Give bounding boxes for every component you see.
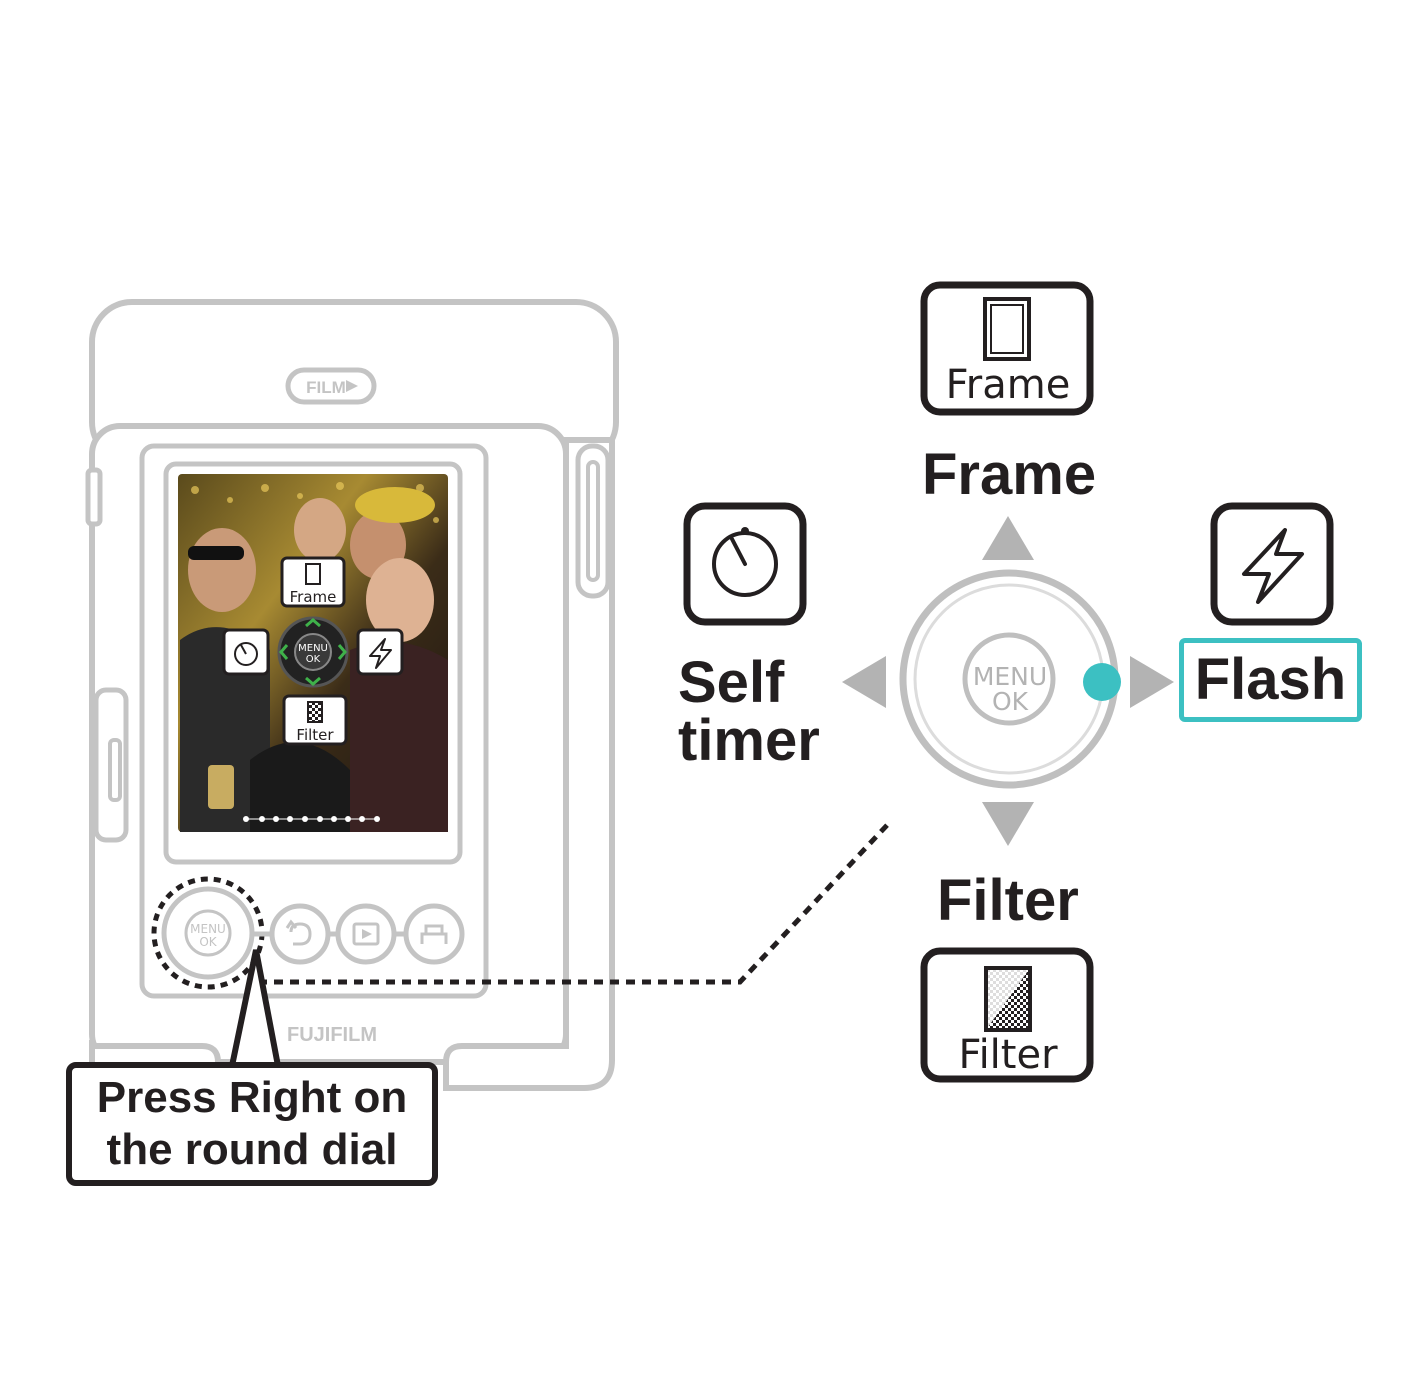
left-arrow-icon[interactable] xyxy=(842,656,886,708)
screen-filter-icon: Filter xyxy=(282,694,348,746)
dial-menu-label: MENU xyxy=(973,662,1047,691)
camera-illustration: FILM xyxy=(85,299,619,1091)
filter-label: Filter xyxy=(937,868,1079,933)
screen-self-timer-icon xyxy=(222,628,270,676)
screen-dial-menu: MENU xyxy=(298,643,328,654)
film-button-label: FILM xyxy=(306,378,346,397)
screen-frame-icon: Frame xyxy=(280,556,346,608)
frame-icon: Frame xyxy=(920,281,1094,416)
enlarged-dial[interactable]: MENU OK xyxy=(899,569,1121,789)
camera-playback-button[interactable] xyxy=(335,903,397,965)
flash-label: Flash xyxy=(1194,647,1347,712)
filter-icon: Filter xyxy=(920,947,1094,1083)
camera-dial-ok-label: OK xyxy=(199,935,217,949)
down-arrow-icon[interactable] xyxy=(982,802,1034,846)
dial-ok-label: OK xyxy=(992,687,1029,716)
camera-brand-logo: FUJIFILM xyxy=(287,1024,377,1046)
callout-pointer xyxy=(229,949,281,1067)
play-triangle-icon xyxy=(346,380,358,392)
callout-line1: Press Right on xyxy=(96,1073,408,1122)
self-timer-label-line2: timer xyxy=(678,708,820,773)
right-arrow-icon[interactable] xyxy=(1130,656,1174,708)
camera-print-button[interactable] xyxy=(403,903,465,965)
leader-line xyxy=(258,820,892,985)
callout-line2: the round dial xyxy=(106,1125,398,1174)
up-arrow-icon[interactable] xyxy=(982,516,1034,560)
flash-icon xyxy=(1210,502,1334,626)
camera-back-button[interactable] xyxy=(269,903,331,965)
frame-icon-caption: Frame xyxy=(946,362,1071,408)
screen-flash-icon xyxy=(356,628,404,676)
screen-dial-ok: OK xyxy=(306,654,321,665)
film-button[interactable]: FILM xyxy=(285,367,377,405)
self-timer-icon xyxy=(683,502,807,626)
filter-icon-caption: Filter xyxy=(958,1032,1058,1078)
flash-label-highlight: Flash xyxy=(1179,638,1362,722)
screen-menu: Frame Filter MENU OK xyxy=(222,556,404,746)
camera-dial-menu-label: MENU xyxy=(190,922,226,936)
camera-menu-dial[interactable]: MENU OK xyxy=(151,876,265,990)
playback-icon xyxy=(352,922,380,946)
page-indicator xyxy=(243,816,380,822)
press-right-indicator xyxy=(1083,663,1121,701)
instruction-callout: Press Right on the round dial xyxy=(66,1062,438,1186)
screen-filter-label: Filter xyxy=(296,726,334,744)
screen-frame-label: Frame xyxy=(290,588,337,606)
frame-label: Frame xyxy=(922,442,1097,507)
self-timer-label-line1: Self xyxy=(678,650,785,715)
print-icon xyxy=(420,924,448,944)
screen-dial: MENU OK xyxy=(277,616,349,688)
